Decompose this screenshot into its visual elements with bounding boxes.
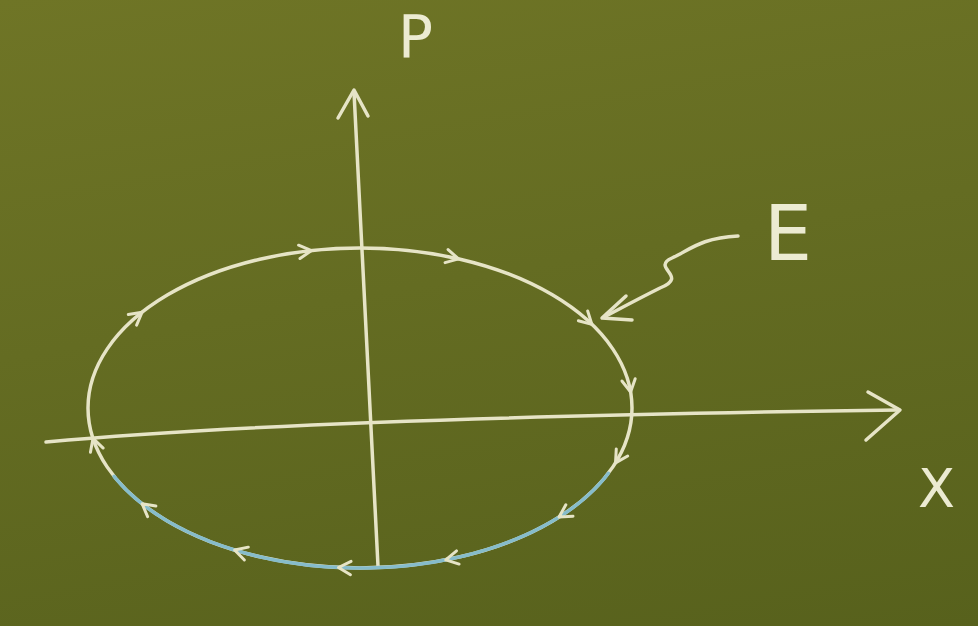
direction-chevron xyxy=(559,505,573,517)
direction-chevron xyxy=(338,561,351,574)
x-axis xyxy=(46,410,898,442)
p-axis xyxy=(354,92,378,566)
direction-chevron xyxy=(299,245,312,258)
direction-chevron xyxy=(622,379,635,392)
direction-chevron xyxy=(616,449,628,463)
position-axis-label: X xyxy=(918,462,955,516)
energy-orbit xyxy=(88,248,632,568)
p-axis-arrowhead xyxy=(338,90,368,118)
direction-chevron xyxy=(142,504,156,517)
x-axis-arrowhead xyxy=(866,392,900,440)
energy-pointer-head xyxy=(602,296,632,320)
energy-pointer xyxy=(606,236,738,316)
direction-chevron xyxy=(446,551,459,564)
direction-chevron xyxy=(445,250,458,263)
direction-chevron xyxy=(235,547,249,560)
momentum-axis-label: P xyxy=(398,8,433,66)
direction-chevron xyxy=(90,438,103,452)
blue-chalk-arc xyxy=(114,473,608,568)
direction-chevron xyxy=(578,311,592,324)
direction-chevron xyxy=(128,312,142,325)
energy-label: E xyxy=(764,196,812,272)
